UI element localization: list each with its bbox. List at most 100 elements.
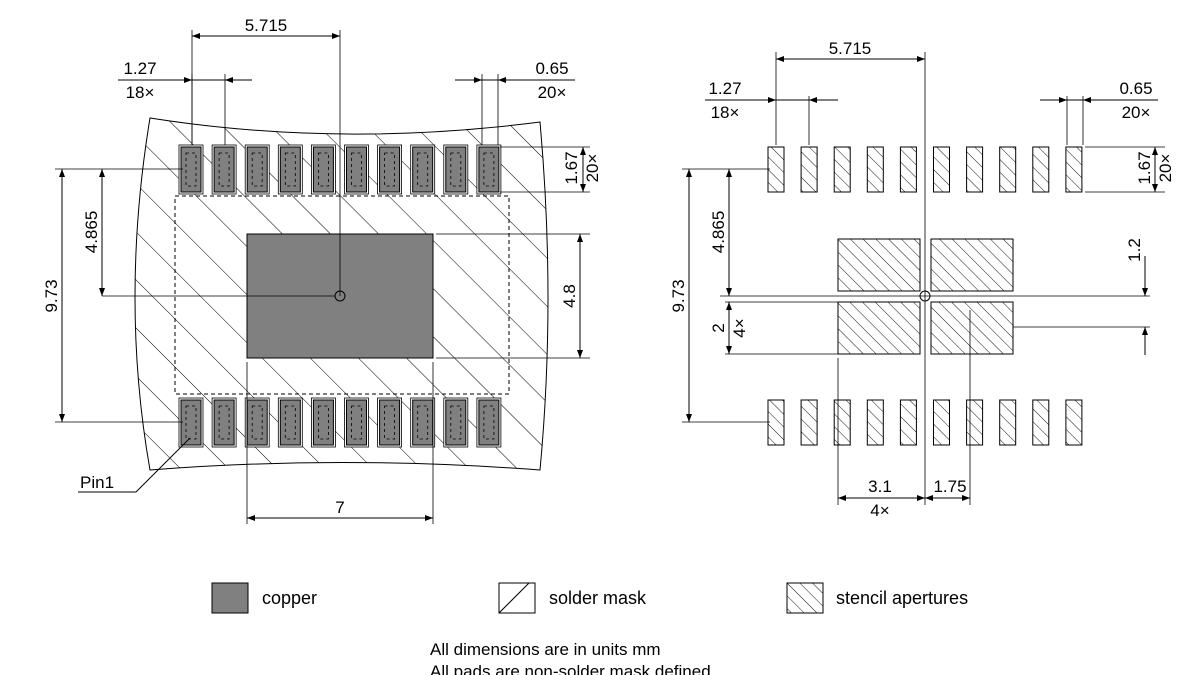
top-stencil-pad [966, 146, 984, 193]
bottom-stencil-pad [1065, 399, 1083, 446]
right-dim-aperture-offset-label: 1.75 [933, 477, 966, 496]
top-stencil-pad [866, 146, 884, 193]
top-pad-row [178, 144, 502, 195]
bottom-pad-row [178, 397, 502, 448]
stencil-aperture-br [930, 301, 1014, 355]
legend-solder-mask-swatch [498, 582, 536, 614]
bottom-stencil-pad [899, 399, 917, 446]
dim-pad-length-label: 1.67 [562, 151, 581, 184]
bottom-stencil-pad [999, 399, 1017, 446]
top-lead-outline [417, 152, 429, 187]
right-dim-gap-label: 1.2 [1125, 238, 1144, 262]
bottom-lead-outline [351, 405, 362, 440]
pin1-label: Pin1 [80, 473, 114, 492]
stencil-top-row [767, 146, 1083, 193]
top-pad [478, 146, 500, 193]
bottom-lead-outline [284, 405, 296, 440]
bottom-stencil-pad [1032, 399, 1050, 446]
bottom-lead-outline [317, 405, 329, 440]
bottom-lead-outline [450, 405, 462, 440]
top-lead-outline [483, 152, 495, 187]
stencil-aperture-bl [837, 301, 921, 355]
top-lead-outline [185, 152, 197, 187]
top-pad [312, 146, 334, 193]
right-center-marker [919, 290, 931, 302]
bottom-pad [478, 399, 500, 446]
top-stencil-pad [767, 146, 785, 193]
bottom-stencil-pad [866, 399, 884, 446]
dim-span-label: 5.715 [245, 16, 288, 35]
left-view: 5.715 1.27 18× 0.65 20× 1.67 20× 9.73 [42, 16, 602, 524]
top-pad [346, 146, 367, 193]
bottom-lead-outline [483, 405, 495, 440]
top-stencil-pad [999, 146, 1017, 193]
right-dim-span-label: 5.715 [829, 39, 872, 58]
right-dim-pad-length-count: 20× [1156, 154, 1175, 183]
dim-pad-width-count: 20× [538, 83, 567, 102]
dim-pitch-count: 18× [126, 83, 155, 102]
note-nsmd: All pads are non-solder mask defined [430, 662, 711, 675]
dim-row-offset-label: 4.865 [82, 211, 101, 254]
bottom-pad [445, 399, 467, 446]
dim-pad-length-count: 20× [583, 154, 602, 183]
top-lead-outline [218, 152, 230, 187]
bottom-pad [279, 399, 301, 446]
stencil-aperture-tr [930, 238, 1014, 292]
right-dim-aperture-h-label: 2 [709, 323, 728, 332]
bottom-stencil-pad [933, 399, 950, 446]
top-pad [180, 146, 202, 193]
top-stencil-pad [800, 146, 818, 193]
bottom-pad [412, 399, 434, 446]
right-dim-aperture-h-count: 4× [730, 318, 749, 337]
right-dim-pitch-count: 18× [711, 103, 740, 122]
bottom-stencil-pad [767, 399, 785, 446]
right-dim-pad-length-label: 1.67 [1135, 151, 1154, 184]
bottom-pad [379, 399, 401, 446]
bottom-stencil-pad [800, 399, 818, 446]
legend-stencil-label: stencil apertures [836, 588, 968, 608]
top-stencil-pad [1065, 146, 1083, 193]
top-lead-outline [284, 152, 296, 187]
right-dim-pad-width-count: 20× [1122, 103, 1151, 122]
bottom-pad [346, 399, 367, 446]
legend-stencil-swatch [786, 582, 824, 614]
dim-pad-height-label: 4.8 [560, 284, 579, 308]
top-lead-outline [450, 152, 462, 187]
right-dim-pitch-label: 1.27 [708, 79, 741, 98]
top-lead-outline [251, 152, 263, 187]
right-dim-pad-width-label: 0.65 [1119, 79, 1152, 98]
top-lead-outline [384, 152, 396, 187]
legend-copper-swatch [211, 582, 249, 614]
top-lead-outline [351, 152, 362, 187]
legend: copper solder mask stencil apertures [211, 582, 968, 614]
bottom-pad [312, 399, 334, 446]
top-stencil-pad [899, 146, 917, 193]
bottom-pad [213, 399, 235, 446]
top-pad [279, 146, 301, 193]
note-units: All dimensions are in units mm [430, 640, 661, 659]
stencil-aperture-tl [837, 238, 921, 292]
bottom-pad [180, 399, 202, 446]
right-dim-row-offset-label: 4.865 [709, 211, 728, 254]
dim-exposed-width-label: 7 [335, 498, 344, 517]
bottom-lead-outline [384, 405, 396, 440]
right-dim-aperture-w-count: 4× [870, 501, 889, 520]
bottom-lead-outline [417, 405, 429, 440]
bottom-stencil-pad [966, 399, 984, 446]
top-pad [412, 146, 434, 193]
legend-solder-mask-label: solder mask [549, 588, 647, 608]
top-pad [246, 146, 268, 193]
top-stencil-pad [1032, 146, 1050, 193]
bottom-lead-outline [251, 405, 263, 440]
dim-row-spacing-label: 9.73 [42, 279, 61, 312]
bottom-stencil-pad [833, 399, 851, 446]
top-stencil-pad [833, 146, 851, 193]
legend-copper-label: copper [262, 588, 317, 608]
top-pad [213, 146, 235, 193]
bottom-lead-outline [185, 405, 197, 440]
dim-pad-width-label: 0.65 [535, 59, 568, 78]
bottom-lead-outline [218, 405, 230, 440]
top-stencil-pad [933, 146, 950, 193]
top-lead-outline [317, 152, 329, 187]
